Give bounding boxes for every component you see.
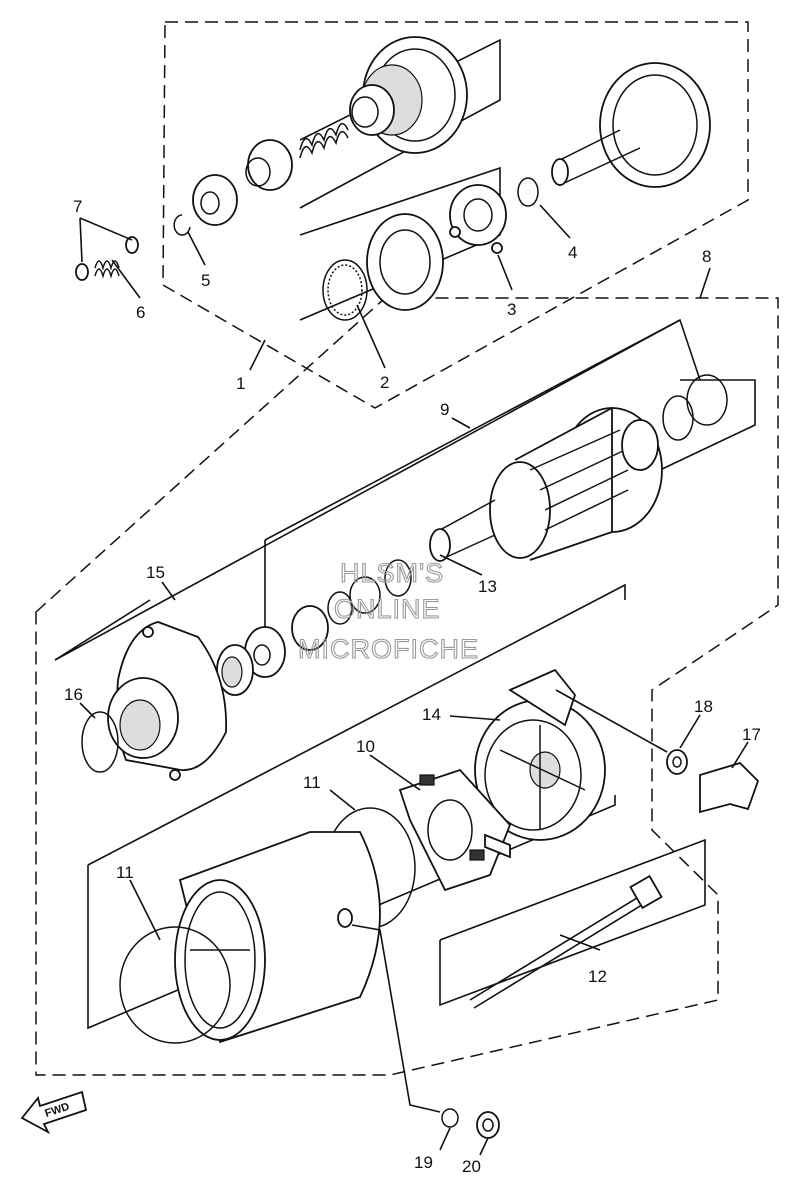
brush-holder-part <box>398 768 512 892</box>
callout-3: 3 <box>507 300 516 319</box>
callout-17: 17 <box>742 725 761 744</box>
spring-part <box>299 122 349 159</box>
callout-10: 10 <box>356 737 375 756</box>
circlip-5-part <box>173 214 191 236</box>
callout-11b: 11 <box>116 863 134 882</box>
callout-16: 16 <box>64 685 83 704</box>
callout-6: 6 <box>136 303 145 322</box>
callout-2: 2 <box>380 373 389 392</box>
callout-12: 12 <box>588 967 607 986</box>
internal-gear-part <box>366 213 444 311</box>
watermark-line1: HLSM'S <box>340 558 444 588</box>
collar-part <box>245 139 293 191</box>
spring-6-part <box>75 236 139 281</box>
pinion-clutch-part <box>349 36 468 154</box>
leader-lines <box>79 204 749 1156</box>
bearing-part <box>192 174 238 226</box>
bracket-armature <box>54 318 756 661</box>
callout-15: 15 <box>146 563 165 582</box>
callout-11a: 11 <box>303 773 321 792</box>
gasket-11-lower-part <box>119 926 231 1044</box>
circlip-4-part <box>517 177 539 207</box>
nut-20-part <box>476 1111 500 1139</box>
fwd-arrow-icon: FWD <box>20 1090 88 1135</box>
washer-18-part <box>666 749 688 775</box>
bracket-bolt-12 <box>439 838 706 1007</box>
callout-8: 8 <box>702 247 711 266</box>
callout-1: 1 <box>236 374 245 393</box>
bolt-17-part <box>699 761 760 814</box>
callout-19: 19 <box>414 1153 433 1172</box>
watermark-line3: MICROFICHE <box>298 634 479 664</box>
callout-4: 4 <box>568 243 577 262</box>
shaft-carrier-part <box>551 62 711 188</box>
group-outline-1 <box>162 21 749 409</box>
needle-ring-2-part <box>322 259 368 321</box>
through-bolt-12-part <box>469 874 663 1009</box>
front-cover-part <box>107 621 227 781</box>
callout-18: 18 <box>694 697 713 716</box>
callout-5: 5 <box>201 271 210 290</box>
lock-plate-3-part <box>449 184 507 254</box>
bearing-15-part <box>216 605 329 696</box>
callout-20: 20 <box>462 1157 481 1176</box>
rear-cover-part <box>474 668 606 841</box>
watermark: HLSM'S ONLINE MICROFICHE <box>297 557 479 664</box>
callout-9: 9 <box>440 400 449 419</box>
washer-19-part <box>441 1108 459 1128</box>
washer-set-part <box>327 374 728 625</box>
callout-7: 7 <box>73 197 82 216</box>
callout-labels: 1 2 3 4 5 6 7 8 9 10 11 11 12 13 14 15 1… <box>64 197 761 1176</box>
armature-part <box>429 406 663 562</box>
callout-14: 14 <box>422 705 441 724</box>
callout-13: 13 <box>478 577 497 596</box>
watermark-line2: ONLINE <box>334 594 441 624</box>
o-ring-16-part <box>81 711 119 773</box>
group-outline-8 <box>35 297 779 1076</box>
